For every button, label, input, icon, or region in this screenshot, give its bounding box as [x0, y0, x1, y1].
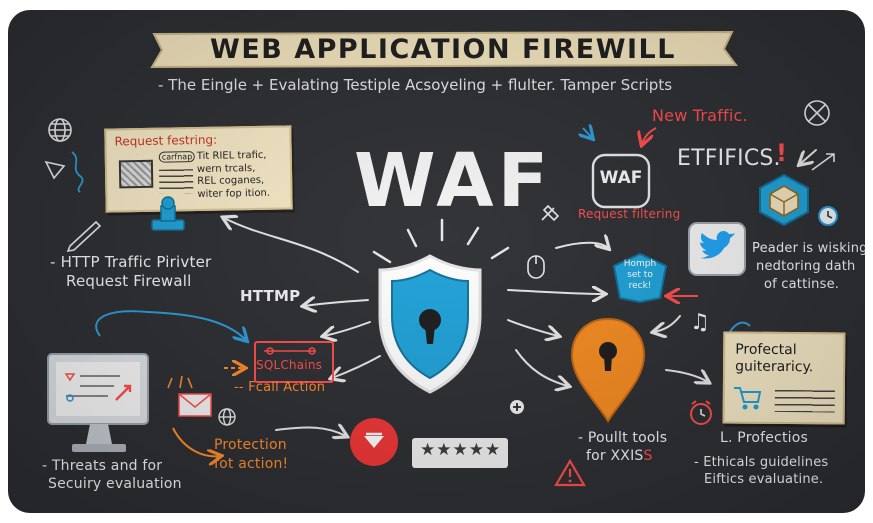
- envelope-icon: [178, 393, 212, 417]
- request-filtering-label: Request filtering: [578, 207, 681, 221]
- note-right-body: Profectal guiteraricy.: [735, 341, 814, 376]
- globe-icon: [48, 118, 72, 142]
- fot-action-label: fot action!: [214, 456, 289, 472]
- request-firewall-label: Request Firewall: [66, 272, 192, 290]
- exclaim-mark: !: [776, 139, 787, 167]
- fcall-action-label: -- Fcall Action: [234, 380, 326, 395]
- peader-label-3: of cattinse.: [764, 277, 840, 292]
- ethicals-label: - Ethicals guidelines: [694, 455, 829, 470]
- plus-icon: [510, 400, 524, 414]
- httmp-label: HTTMP: [240, 287, 301, 305]
- new-traffic-label: New Traffic.: [652, 106, 748, 125]
- chalkboard: WEB APPLICATION FIREWILL - The Eingle + …: [8, 10, 865, 513]
- for-xxis-text: for XXIS: [586, 448, 644, 464]
- note-body: Tit RIEL trafic, wern trcals, REL cogane…: [196, 149, 271, 200]
- note-right-lines: [774, 389, 835, 413]
- shopping-cart-icon: [734, 387, 762, 410]
- protection-label: Protection: [214, 437, 287, 453]
- etfifics-label: ETFIFICS.: [677, 146, 781, 171]
- profectios-label: L. Profectios: [720, 430, 808, 446]
- badge-text: Homph set to reck!: [623, 259, 657, 291]
- rating-box: [412, 438, 508, 468]
- security-evaluation-label: Secuiry evaluation: [48, 476, 182, 492]
- rating-stars: ★★★★★: [420, 440, 502, 460]
- title-banner: WEB APPLICATION FIREWILL: [148, 30, 738, 68]
- sqlchains-box: [254, 341, 334, 383]
- center-label: WAF: [354, 138, 553, 224]
- threats-label: - Threats and for: [42, 458, 163, 474]
- alarm-clock-icon: [690, 400, 712, 425]
- http-traffic-label: - HTTP Traffic Pirivter: [50, 253, 212, 271]
- sqlchains-label: SQLChains: [256, 358, 323, 372]
- compass-icon: [804, 100, 830, 126]
- cube-shield-icon: [759, 173, 809, 227]
- note-caption: carfnap: [158, 151, 196, 163]
- squiggle-decoration: [71, 151, 84, 193]
- pencil-icon: [66, 220, 102, 252]
- note-lines: [159, 169, 194, 194]
- sparkle-icon: [167, 375, 193, 389]
- eiftics-label: Eiftics evaluatine.: [704, 472, 824, 487]
- request-festring-note: Request festring: carfnap Tit RIEL trafi…: [104, 125, 293, 213]
- rays-decoration: [372, 218, 510, 264]
- arrows-layer: [95, 10, 817, 513]
- globe-small-icon: [218, 408, 236, 426]
- download-arrow-icon: [350, 418, 398, 466]
- clock-icon: [818, 206, 838, 226]
- monitor-icon: [47, 353, 149, 452]
- usb-icon: [541, 204, 560, 222]
- shield-lock-icon: [378, 254, 482, 394]
- poult-tools-label: - Poullt tools: [578, 430, 668, 446]
- note-title: Request festring:: [114, 132, 218, 149]
- xxis-accent: S: [643, 448, 653, 464]
- mouse-icon: [527, 255, 545, 279]
- subtitle: - The Eingle + Evalating Testiple Acsoye…: [158, 76, 673, 94]
- for-xxis-label: for XXISS: [586, 448, 653, 464]
- twitter-bird-icon: [688, 222, 746, 276]
- peader-label-1: Peader is wisking,: [752, 241, 865, 256]
- chain-icon: [264, 347, 316, 355]
- arrow-diagonal-icon: [811, 153, 835, 171]
- cursor-icon: [44, 160, 66, 180]
- waf-box-label: WAF: [599, 168, 643, 188]
- warning-triangle-icon: [554, 458, 586, 487]
- peader-label-2: nedtoring dath: [756, 259, 856, 274]
- music-note-icon: ♫: [690, 310, 710, 335]
- image-placeholder-icon: [118, 159, 154, 189]
- waf-box-icon: [591, 153, 651, 209]
- location-pin-lock-icon: [570, 317, 646, 423]
- page-title: WEB APPLICATION FIREWILL: [210, 34, 676, 65]
- stamp-icon: [151, 196, 185, 231]
- homph-badge: [612, 252, 668, 304]
